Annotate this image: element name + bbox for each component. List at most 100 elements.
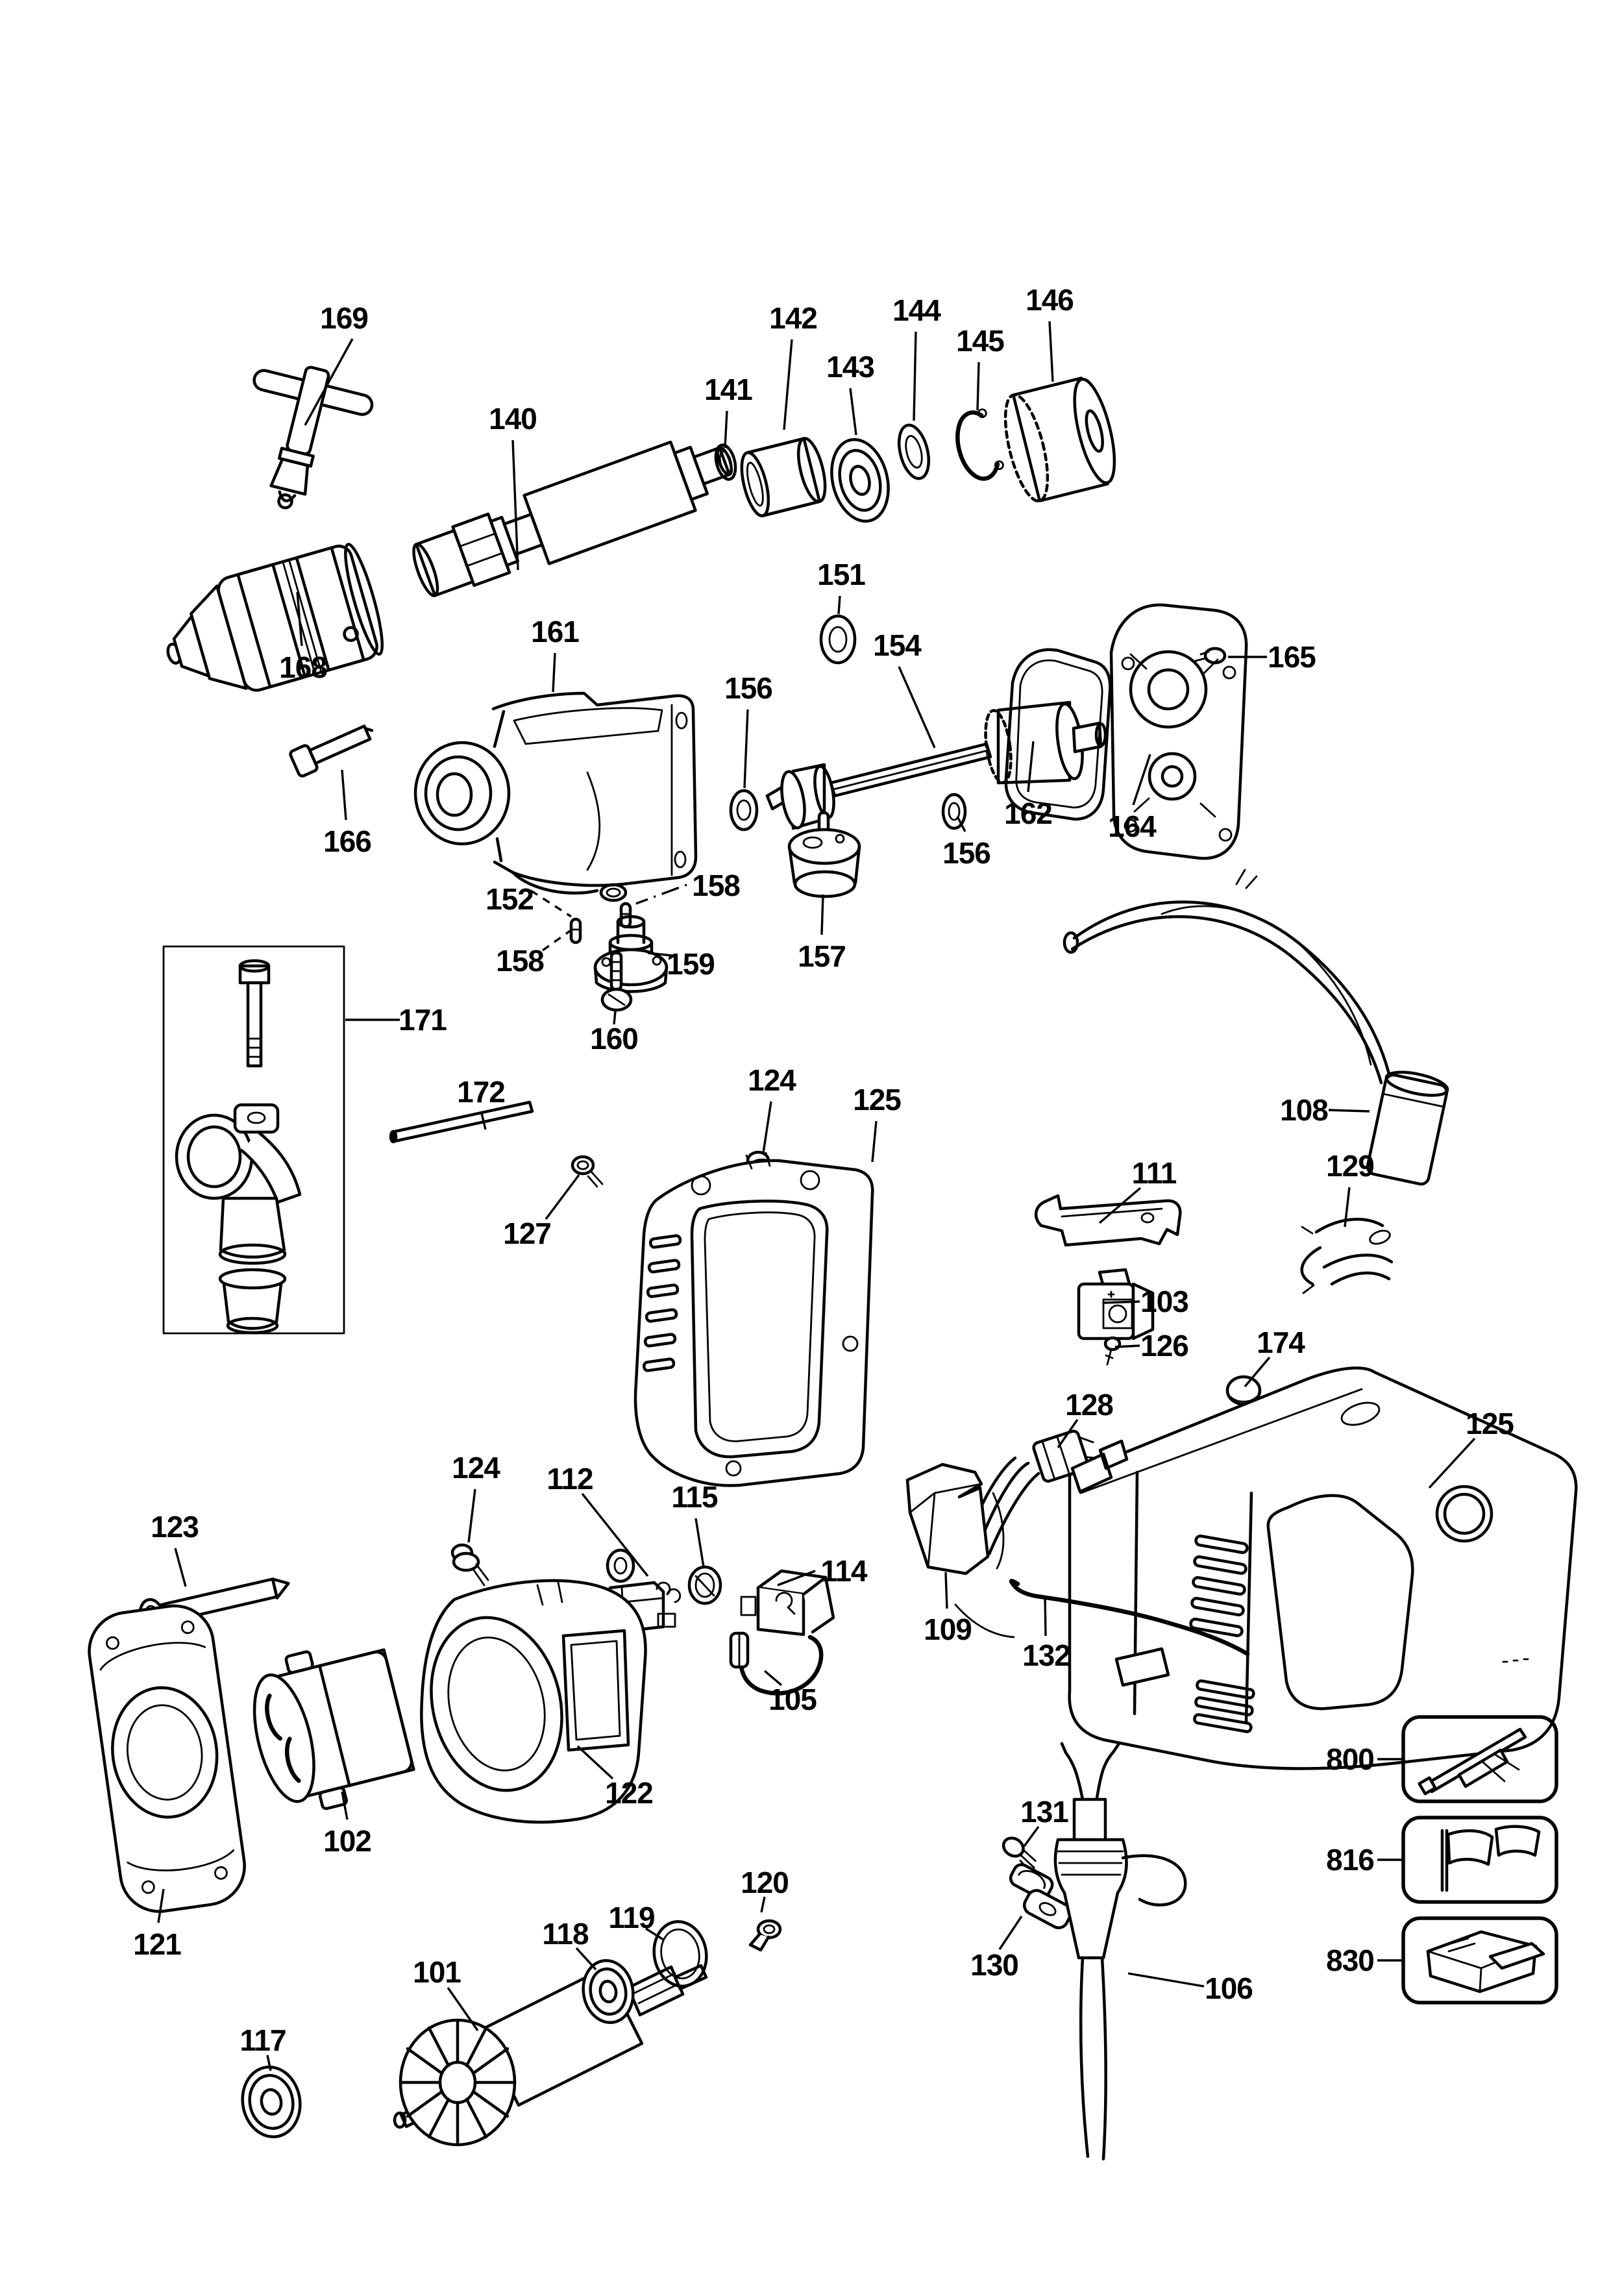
leader-line-143 [849,388,857,436]
part-label-124: 124 [748,1063,796,1097]
leader-line-158 [635,883,687,905]
part-label-157: 157 [798,939,846,973]
leader-line-128 [1057,1419,1079,1448]
leader-line-166 [341,769,347,821]
part-label-156: 156 [942,836,991,870]
leader-line-124 [467,1488,476,1543]
leader-line-124 [762,1101,772,1154]
part-106-cord-drawing [1053,1742,1187,2161]
part-156-washer-right-drawing [941,793,967,830]
part-label-132: 132 [1022,1638,1071,1672]
part-129-wire-clip-drawing [1300,1218,1394,1294]
part-label-164: 164 [1108,809,1157,843]
part-105-wire-clip-drawing [729,1631,824,1696]
part-label-174: 174 [1257,1326,1305,1359]
leader-line-109 [944,1572,948,1609]
leader-line-172 [480,1113,487,1130]
part-118-bearing-drawing [582,1959,635,2024]
part-label-158: 158 [496,944,545,978]
leader-line-125 [871,1120,878,1163]
leader-line-121 [157,1888,165,1923]
inset-830-inset-tray-icon [1426,1930,1545,1994]
leader-line-140 [511,439,519,571]
leader-line-101 [447,1987,479,2031]
part-label-125: 125 [1466,1407,1514,1440]
part-109-lead-guard-drawing [905,1456,1040,1638]
part-label-161: 161 [531,615,580,648]
part-label-111: 111 [1131,1156,1177,1190]
leader-line-131 [1023,1825,1040,1847]
part-125-housing-right-drawing [1068,1366,1578,1770]
part-168-chuck-drawing [166,543,384,692]
leader-line-145 [976,362,980,411]
leader-line-169 [304,338,354,426]
part-label-103: 103 [1140,1285,1189,1318]
part-label-141: 141 [704,373,753,406]
part-154-gear-shaft-drawing [765,700,1107,830]
leader-line-108 [1328,1109,1370,1113]
leader-line-161 [552,652,556,693]
part-162-gasket-drawing [1004,648,1112,821]
part-124-screw-lower-drawing [450,1543,489,1586]
part-label-144: 144 [892,293,941,327]
leader-line-118 [575,1947,597,1971]
leader-line-114 [777,1570,816,1586]
part-label-145: 145 [956,324,1005,358]
part-label-123: 123 [151,1510,199,1544]
leader-line-122 [576,1745,614,1780]
part-label-816: 816 [1326,1843,1375,1877]
part-108-capacitor-drawing [1063,869,1449,1186]
part-label-140: 140 [489,402,537,436]
part-117-bearing-drawing [241,2066,302,2138]
part-label-126: 126 [1140,1329,1189,1363]
part-164-end-cover-drawing [1109,603,1248,860]
inset-box-816 [1401,1816,1558,1904]
part-label-142: 142 [769,301,818,335]
part-label-106: 106 [1205,1971,1253,2005]
leader-line-162 [1027,741,1035,793]
part-171-side-handle-kit-drawing [162,945,345,1335]
part-label-114: 114 [820,1554,867,1588]
part-label-800: 800 [1326,1742,1375,1776]
leader-line-159 [647,952,672,957]
leader-line-132 [1044,1595,1047,1636]
part-label-152: 152 [485,882,534,916]
leader-line-112 [581,1492,649,1577]
part-label-171: 171 [399,1003,447,1037]
leader-line-141 [724,410,728,449]
part-label-162: 162 [1004,796,1053,830]
part-165-screw-drawing [1194,647,1227,665]
part-label-124: 124 [452,1451,500,1485]
leader-line-103 [1103,1300,1140,1304]
part-172-depth-rod-drawing [389,1100,534,1144]
part-label-169: 169 [320,301,369,335]
part-label-115: 115 [671,1480,718,1514]
leader-line-156 [743,709,749,789]
leader-line-174 [1244,1356,1271,1388]
part-102-field-drawing [252,1648,415,1810]
leader-line-156 [956,816,966,832]
leader-line-111 [1098,1187,1142,1224]
part-label-158: 158 [692,869,741,902]
part-label-127: 127 [503,1216,552,1250]
leader-line-168 [296,591,303,647]
part-label-120: 120 [741,1866,789,1899]
part-label-143: 143 [826,350,875,384]
inset-816-warning-flags-icon [1440,1825,1541,1892]
part-161-gear-case-drawing [413,691,698,895]
part-label-168: 168 [279,650,328,684]
part-label-151: 151 [817,558,866,591]
part-146-gear-drawing [1003,376,1116,503]
part-144-washer-drawing [897,423,931,480]
part-label-131: 131 [1020,1795,1069,1829]
leader-line-126 [1114,1344,1140,1348]
leader-line-117 [266,2055,272,2071]
part-label-109: 109 [924,1612,972,1646]
part-132-wire-drawing [1009,1579,1250,1657]
part-label-112: 112 [547,1462,593,1496]
leader-line-102 [341,1791,349,1820]
part-156-washer-left-drawing [729,789,759,832]
part-140-spindle-drawing [412,440,733,597]
part-143-bearing-drawing [830,438,890,523]
